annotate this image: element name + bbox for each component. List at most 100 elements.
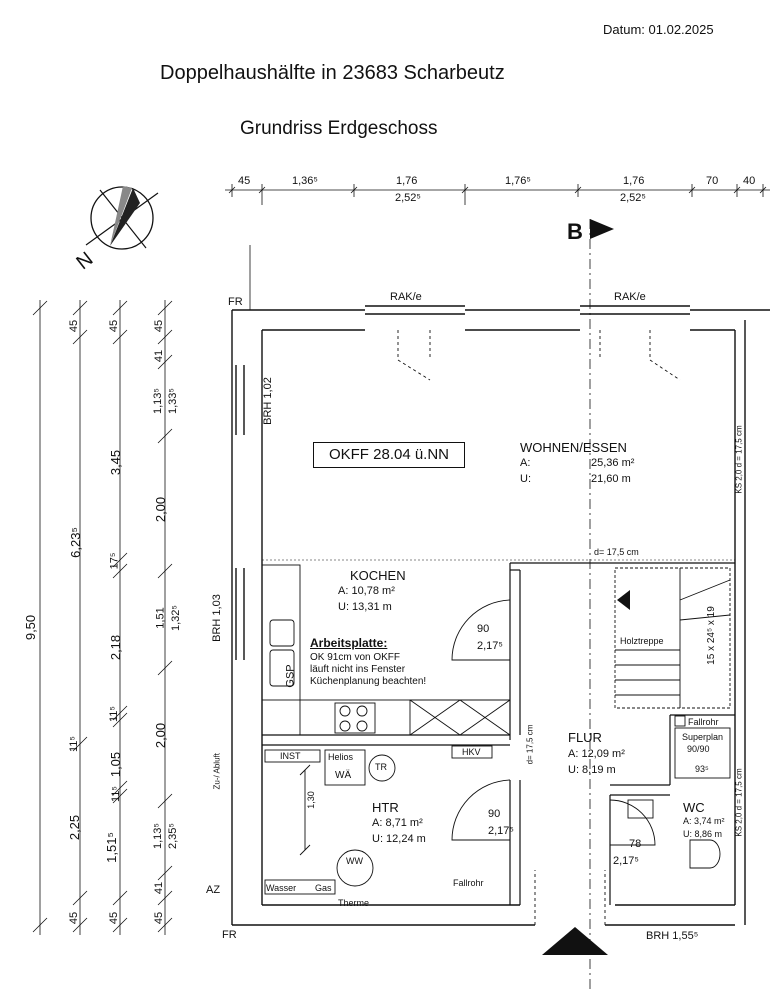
fallrohr-label-2: Fallrohr bbox=[688, 717, 719, 727]
outer-walls bbox=[231, 305, 770, 926]
dim-c3-7: 11⁵ bbox=[109, 786, 122, 802]
helios-label: Helios bbox=[328, 752, 354, 762]
room-htr-area: A: 8,71 m² bbox=[372, 817, 423, 829]
wasser-label: Wasser bbox=[266, 883, 297, 893]
wc-fixtures bbox=[627, 799, 721, 869]
dim-top-5: 1,76 bbox=[623, 175, 645, 187]
door-1-width: 90 bbox=[477, 623, 490, 635]
top-dimension-chain bbox=[225, 184, 770, 205]
window-rak-left: RAK/e bbox=[390, 291, 422, 303]
worktop-note-2: läuft nicht ins Fenster bbox=[310, 664, 406, 675]
worktop-note-1: OK 91cm von OKFF bbox=[310, 652, 401, 663]
gas-label: Gas bbox=[315, 883, 332, 893]
dim-c3-1: 45 bbox=[108, 319, 121, 333]
section-b-flag-icon bbox=[590, 219, 614, 239]
dim-top-6: 70 bbox=[706, 175, 719, 187]
stairs-name: Holztreppe bbox=[620, 636, 664, 646]
room-wohnen-u-label: U: bbox=[520, 473, 531, 485]
dim-c4-12: 45 bbox=[153, 911, 166, 925]
brh-bottom-label: BRH 1,55⁵ bbox=[646, 930, 699, 942]
shower-name: Superplan bbox=[682, 732, 724, 742]
inst-label: INST bbox=[280, 751, 301, 761]
worktop-note-3: Küchenplanung beachten! bbox=[310, 676, 427, 687]
dim-c4-6: 1,51 bbox=[154, 607, 167, 629]
dim-c4-9: 1,13⁵ bbox=[151, 823, 164, 849]
wall-note-ks-1: KS 2,0 d = 17,5 cm bbox=[734, 425, 744, 494]
room-flur-perimeter: U: 8,19 m bbox=[568, 764, 616, 776]
inner-walls bbox=[262, 559, 735, 905]
ww-label: WW bbox=[346, 856, 363, 866]
shower-drain: 93⁵ bbox=[695, 764, 709, 774]
room-wohnen-u-value: 21,60 m bbox=[591, 473, 631, 485]
dim-c3-9: 45 bbox=[108, 911, 121, 925]
door-2-width: 90 bbox=[488, 808, 501, 820]
brh-2-label: BRH 1,03 bbox=[210, 594, 223, 642]
wall-note-side: d= 17,5 cm bbox=[525, 724, 535, 765]
fr-top-label: FR bbox=[228, 296, 243, 308]
room-wc-name: WC bbox=[683, 800, 705, 815]
shower-tray bbox=[674, 715, 731, 779]
dim-c3-5: 11⁵ bbox=[107, 706, 120, 722]
section-b-bottom-arrow-icon bbox=[542, 927, 608, 955]
dim-c4-5: 2,00 bbox=[153, 496, 169, 523]
dim-top-3: 1,76 bbox=[396, 175, 418, 187]
dim-top-4: 1,76⁵ bbox=[505, 175, 531, 187]
okff-label: OKFF 28.04 ü.NN bbox=[313, 442, 465, 468]
therme-label: Therme bbox=[338, 898, 370, 908]
room-htr-name: HTR bbox=[372, 800, 399, 815]
wall-note-top: d= 17,5 cm bbox=[594, 547, 639, 557]
door-2-height: 2,17⁵ bbox=[488, 825, 514, 837]
dim-c3-3: 17⁵ bbox=[108, 552, 121, 570]
dim-c2-4: 2,25 bbox=[67, 814, 83, 841]
dim-c2-3: 11⁵ bbox=[67, 736, 80, 752]
dim-c4-10: 2,35⁵ bbox=[166, 823, 179, 849]
washer-label: WÄ bbox=[335, 770, 352, 781]
dim-c2-1: 45 bbox=[68, 319, 81, 333]
section-marker-label: B bbox=[567, 219, 583, 244]
dim-c2-5: 45 bbox=[68, 911, 81, 925]
plan-date: Datum: 01.02.2025 bbox=[603, 22, 714, 37]
zu-abluft-label: Zu-/ Abluft bbox=[212, 753, 222, 790]
dim-c4-11: 41 bbox=[153, 881, 166, 895]
staircase bbox=[614, 567, 731, 709]
dim-top-1: 45 bbox=[238, 175, 251, 187]
dim-top-2: 1,36⁵ bbox=[292, 175, 318, 187]
room-htr-perimeter: U: 12,24 m bbox=[372, 833, 426, 845]
room-kochen-area: A: 10,78 m² bbox=[338, 585, 395, 597]
dim-c4-8: 2,00 bbox=[153, 722, 169, 749]
door-swings bbox=[397, 330, 681, 925]
room-wc-area: A: 3,74 m² bbox=[683, 816, 725, 826]
dim-c3-8: 1,51⁵ bbox=[103, 832, 119, 863]
dim-c4-1: 45 bbox=[153, 319, 166, 333]
dim-top-lower-1: 2,52⁵ bbox=[395, 192, 421, 204]
dim-c4-3: 1,13⁵ bbox=[151, 388, 164, 414]
kitchen-counters bbox=[261, 564, 511, 736]
dryer-label: TR bbox=[375, 762, 387, 772]
worktop-title: Arbeitsplatte: bbox=[310, 636, 388, 650]
fr-bottom-label: FR bbox=[222, 929, 237, 941]
stairs-spec: 15 x 24⁵ x 19 bbox=[705, 606, 717, 665]
hkv-label: HKV bbox=[462, 747, 481, 757]
brh-1-label: BRH 1,02 bbox=[261, 377, 274, 425]
gsp-label: GSP bbox=[284, 664, 297, 688]
dim-c4-4: 1,33⁵ bbox=[166, 388, 179, 414]
compass-rose bbox=[85, 186, 159, 250]
htr-equipment bbox=[264, 745, 493, 895]
door-1-height: 2,17⁵ bbox=[477, 640, 503, 652]
dim-c4-7: 1,32⁵ bbox=[169, 605, 182, 631]
dim-c2-2: 6,23⁵ bbox=[67, 527, 83, 558]
door-3-height: 2,17⁵ bbox=[613, 855, 639, 867]
room-wc-perimeter: U: 8,86 m bbox=[683, 829, 723, 839]
dim-c3-6: 1,05 bbox=[108, 751, 124, 778]
htr-dim-label: 1,30 bbox=[305, 791, 316, 809]
dim-left-total: 9,50 bbox=[23, 614, 39, 641]
left-dimension-chains bbox=[32, 300, 173, 935]
room-kochen-perimeter: U: 13,31 m bbox=[338, 601, 392, 613]
az-label: AZ bbox=[206, 884, 221, 896]
plan-subtitle: Grundriss Erdgeschoss bbox=[240, 118, 438, 139]
room-kochen-name: KOCHEN bbox=[350, 568, 406, 583]
shower-size: 90/90 bbox=[687, 744, 710, 754]
wall-note-ks-2: KS 2,0 d = 17,5 cm bbox=[734, 768, 744, 837]
dim-c4-2: 41 bbox=[153, 349, 166, 363]
room-flur-name: FLUR bbox=[568, 730, 602, 745]
